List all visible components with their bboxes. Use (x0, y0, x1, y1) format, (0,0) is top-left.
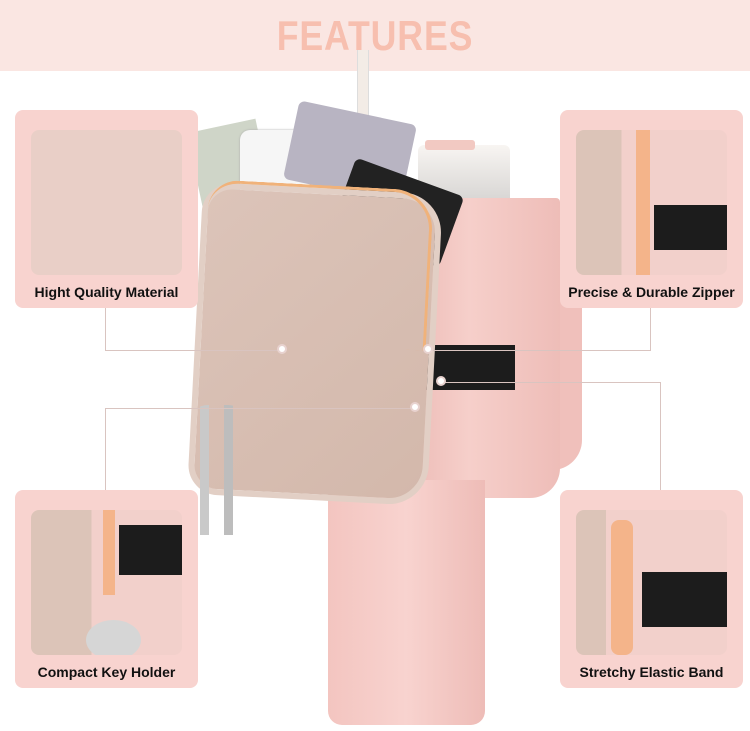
feature-panel-material: Hight Quality Material (15, 110, 198, 308)
connector-line (105, 307, 106, 351)
zipper-photo (576, 130, 727, 275)
key-holder-photo (31, 510, 182, 655)
hotspot-dot (436, 376, 446, 386)
feature-panel-elastic-band: Stretchy Elastic Band (560, 490, 743, 688)
feature-panel-key-holder: Compact Key Holder (15, 490, 198, 688)
connector-line (650, 307, 651, 351)
connector-line (105, 408, 415, 409)
connector-line (105, 350, 283, 351)
keys (188, 405, 248, 535)
hotspot-dot (277, 344, 287, 354)
feature-label: Hight Quality Material (34, 284, 179, 300)
feature-panel-zipper: Precise & Durable Zipper (560, 110, 743, 308)
header-band (0, 0, 750, 71)
feature-label: Precise & Durable Zipper (568, 284, 735, 300)
hotspot-dot (410, 402, 420, 412)
elastic-band-photo (576, 510, 727, 655)
page-title: FEATURES (276, 12, 474, 59)
connector-line (105, 408, 106, 490)
feature-label: Compact Key Holder (37, 664, 176, 680)
feature-label: Stretchy Elastic Band (579, 664, 724, 680)
connector-line (430, 350, 650, 351)
hotspot-dot (423, 344, 433, 354)
connector-line (660, 382, 661, 490)
zipper (200, 179, 435, 351)
material-photo (31, 130, 182, 275)
tumbler-base (328, 480, 485, 725)
connector-line (442, 382, 660, 383)
tumbler-lid-top (425, 140, 475, 150)
